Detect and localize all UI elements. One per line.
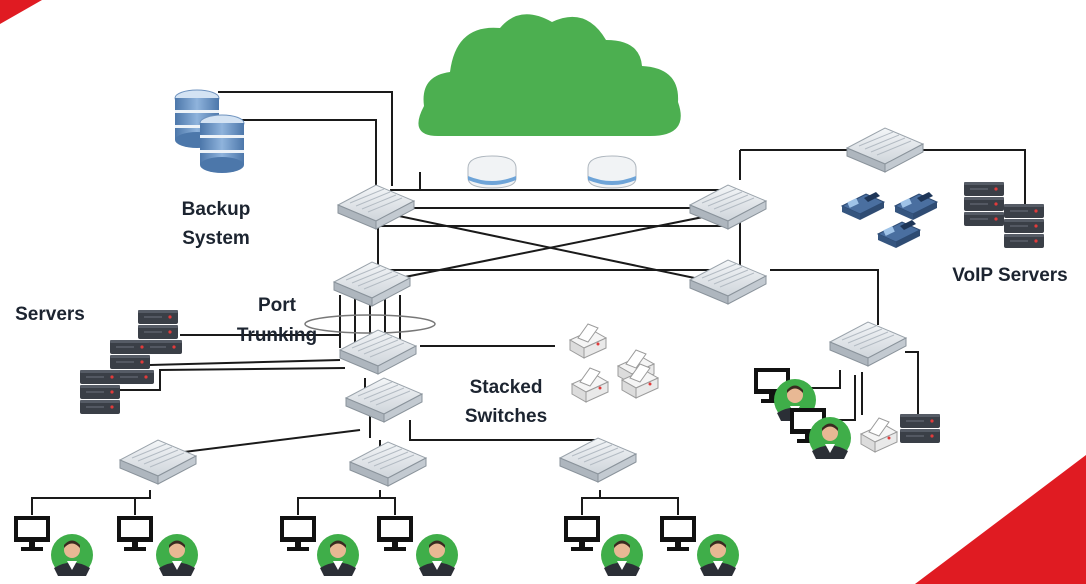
printer-icon — [569, 323, 607, 359]
ip-phone-icon — [877, 219, 921, 249]
server-icon — [899, 413, 941, 429]
server-icon — [137, 324, 179, 340]
user-avatar-icon — [51, 534, 93, 576]
monitor-icon — [564, 516, 600, 551]
user-avatar-icon — [601, 534, 643, 576]
server-icon — [963, 181, 1005, 197]
switch-icon[interactable] — [339, 329, 417, 375]
monitor-icon — [377, 516, 413, 551]
backup-system-label-line1: Backup — [182, 199, 251, 220]
servers-label: Servers — [15, 304, 85, 325]
server-icon — [963, 196, 1005, 212]
port-trunk-ring — [304, 314, 436, 334]
user-avatar-icon — [697, 534, 739, 576]
switch-icon[interactable] — [337, 184, 415, 230]
stacked-switches-label-line2: Switches — [465, 406, 547, 427]
switch-icon[interactable] — [689, 184, 767, 230]
switch-icon[interactable] — [345, 377, 423, 423]
switch-icon[interactable] — [119, 439, 197, 485]
server-icon — [137, 309, 179, 325]
ip-phone-icon — [894, 191, 938, 221]
printer-icon — [571, 367, 609, 403]
stacked-switches-label-line1: Stacked — [470, 377, 543, 398]
server-icon — [109, 339, 151, 355]
switch-icon[interactable] — [559, 437, 637, 483]
server-icon — [963, 211, 1005, 227]
router-icon — [587, 155, 637, 189]
switch-icon[interactable] — [829, 321, 907, 367]
user-avatar-icon — [317, 534, 359, 576]
router-icon — [467, 155, 517, 189]
switch-icon[interactable] — [846, 127, 924, 173]
voip-servers-label: VoIP Servers — [952, 265, 1067, 286]
switch-icon[interactable] — [333, 261, 411, 307]
backup-system-label-line2: System — [182, 228, 250, 249]
server-icon — [79, 369, 121, 385]
cloud-icon — [418, 14, 681, 137]
server-icon — [1003, 218, 1045, 234]
port-trunking-label-line1: Port — [258, 295, 297, 316]
switch-icon[interactable] — [689, 259, 767, 305]
port-trunking-label-line2: Trunking — [237, 325, 317, 346]
switch-icon[interactable] — [349, 441, 427, 487]
server-icon — [1003, 203, 1045, 219]
monitor-icon — [14, 516, 50, 551]
ip-phone-icon — [841, 191, 885, 221]
user-avatar-icon — [809, 417, 851, 459]
user-avatar-icon — [416, 534, 458, 576]
monitor-icon — [660, 516, 696, 551]
monitor-icon — [117, 516, 153, 551]
printer-icon — [860, 417, 898, 453]
corner-accent-top-left — [0, 0, 42, 24]
server-icon — [109, 354, 151, 370]
server-icon — [79, 384, 121, 400]
monitor-icon — [280, 516, 316, 551]
server-icon — [79, 399, 121, 415]
database-icon — [199, 114, 245, 174]
corner-accent-bottom-right — [915, 455, 1086, 584]
user-avatar-icon — [156, 534, 198, 576]
server-icon — [899, 428, 941, 444]
server-icon — [1003, 233, 1045, 249]
